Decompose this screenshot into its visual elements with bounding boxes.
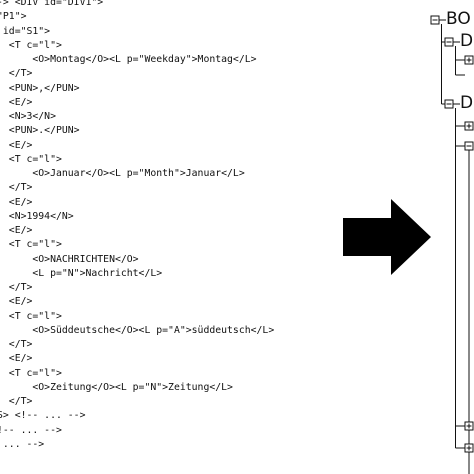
code-line: <O>Süddeutsche</O><L p="A">süddeutsch</L…: [0, 324, 275, 336]
code-line: </T>: [0, 282, 33, 293]
right-arrow-icon: [343, 199, 431, 275]
code-line: </T>: [0, 68, 33, 80]
code-line: S> <!-- ... -->: [0, 410, 86, 422]
code-line: <E/>: [0, 96, 33, 108]
code-line: </T>: [0, 182, 33, 194]
root-collapse-icon[interactable]: [430, 15, 440, 25]
right-arrow-shape: [343, 199, 431, 275]
code-line: <E/>: [0, 353, 33, 365]
code-line: <O>Montag</O><L p="Weekday">Montag</L>: [0, 54, 257, 65]
code-line: <E/>: [0, 225, 33, 236]
code-line: <O>Zeitung</O><L p="N">Zeitung</L>: [0, 381, 233, 393]
code-line: <T c="l">: [0, 153, 62, 165]
tree-child1-label[interactable]: D: [460, 31, 474, 51]
code-line: !-- ... -->: [0, 424, 62, 436]
code-line: id="S1">: [0, 25, 51, 37]
code-line: <N>3</N>: [0, 111, 56, 122]
tree-child2-label[interactable]: D: [460, 93, 474, 113]
code-line: <E/>: [0, 139, 33, 151]
code-line: <PUN>.</PUN>: [0, 125, 80, 137]
tree-root-label[interactable]: BO: [446, 9, 471, 29]
code-line: <E/>: [0, 196, 33, 208]
grandchild4-expand-icon[interactable]: [464, 443, 474, 453]
code-line: <PUN>,</PUN>: [0, 82, 80, 94]
grandchild1-expand-icon[interactable]: [464, 121, 474, 131]
child2-collapse-icon[interactable]: [444, 99, 454, 109]
code-line: <O>Januar</O><L p="Month">Januar</L>: [0, 168, 245, 179]
code-line: <E/>: [0, 296, 33, 308]
code-line: <T c="l">: [0, 239, 62, 251]
code-line: <T c="l">: [0, 367, 62, 379]
child1-collapse-icon[interactable]: [444, 37, 454, 47]
leaf-expand-icon[interactable]: [464, 55, 474, 65]
code-line: <O>NACHRICHTEN</O>: [0, 253, 139, 265]
grandchild3-expand-icon[interactable]: [464, 421, 474, 431]
code-line: <L p="N">Nachricht</L>: [0, 267, 163, 279]
grandchild2-collapse-icon[interactable]: [464, 141, 474, 151]
code-line: </T>: [0, 339, 33, 350]
code-line: <T c="l">: [0, 39, 62, 51]
code-line: -> <DIV id="DIV1">: [0, 0, 104, 8]
code-line: <N>1994</N>: [0, 210, 74, 222]
code-line: <T c="l">: [0, 310, 62, 322]
code-line: "P1">: [0, 11, 27, 23]
code-line: </T>: [0, 396, 33, 407]
code-line: ... -->: [0, 438, 45, 450]
